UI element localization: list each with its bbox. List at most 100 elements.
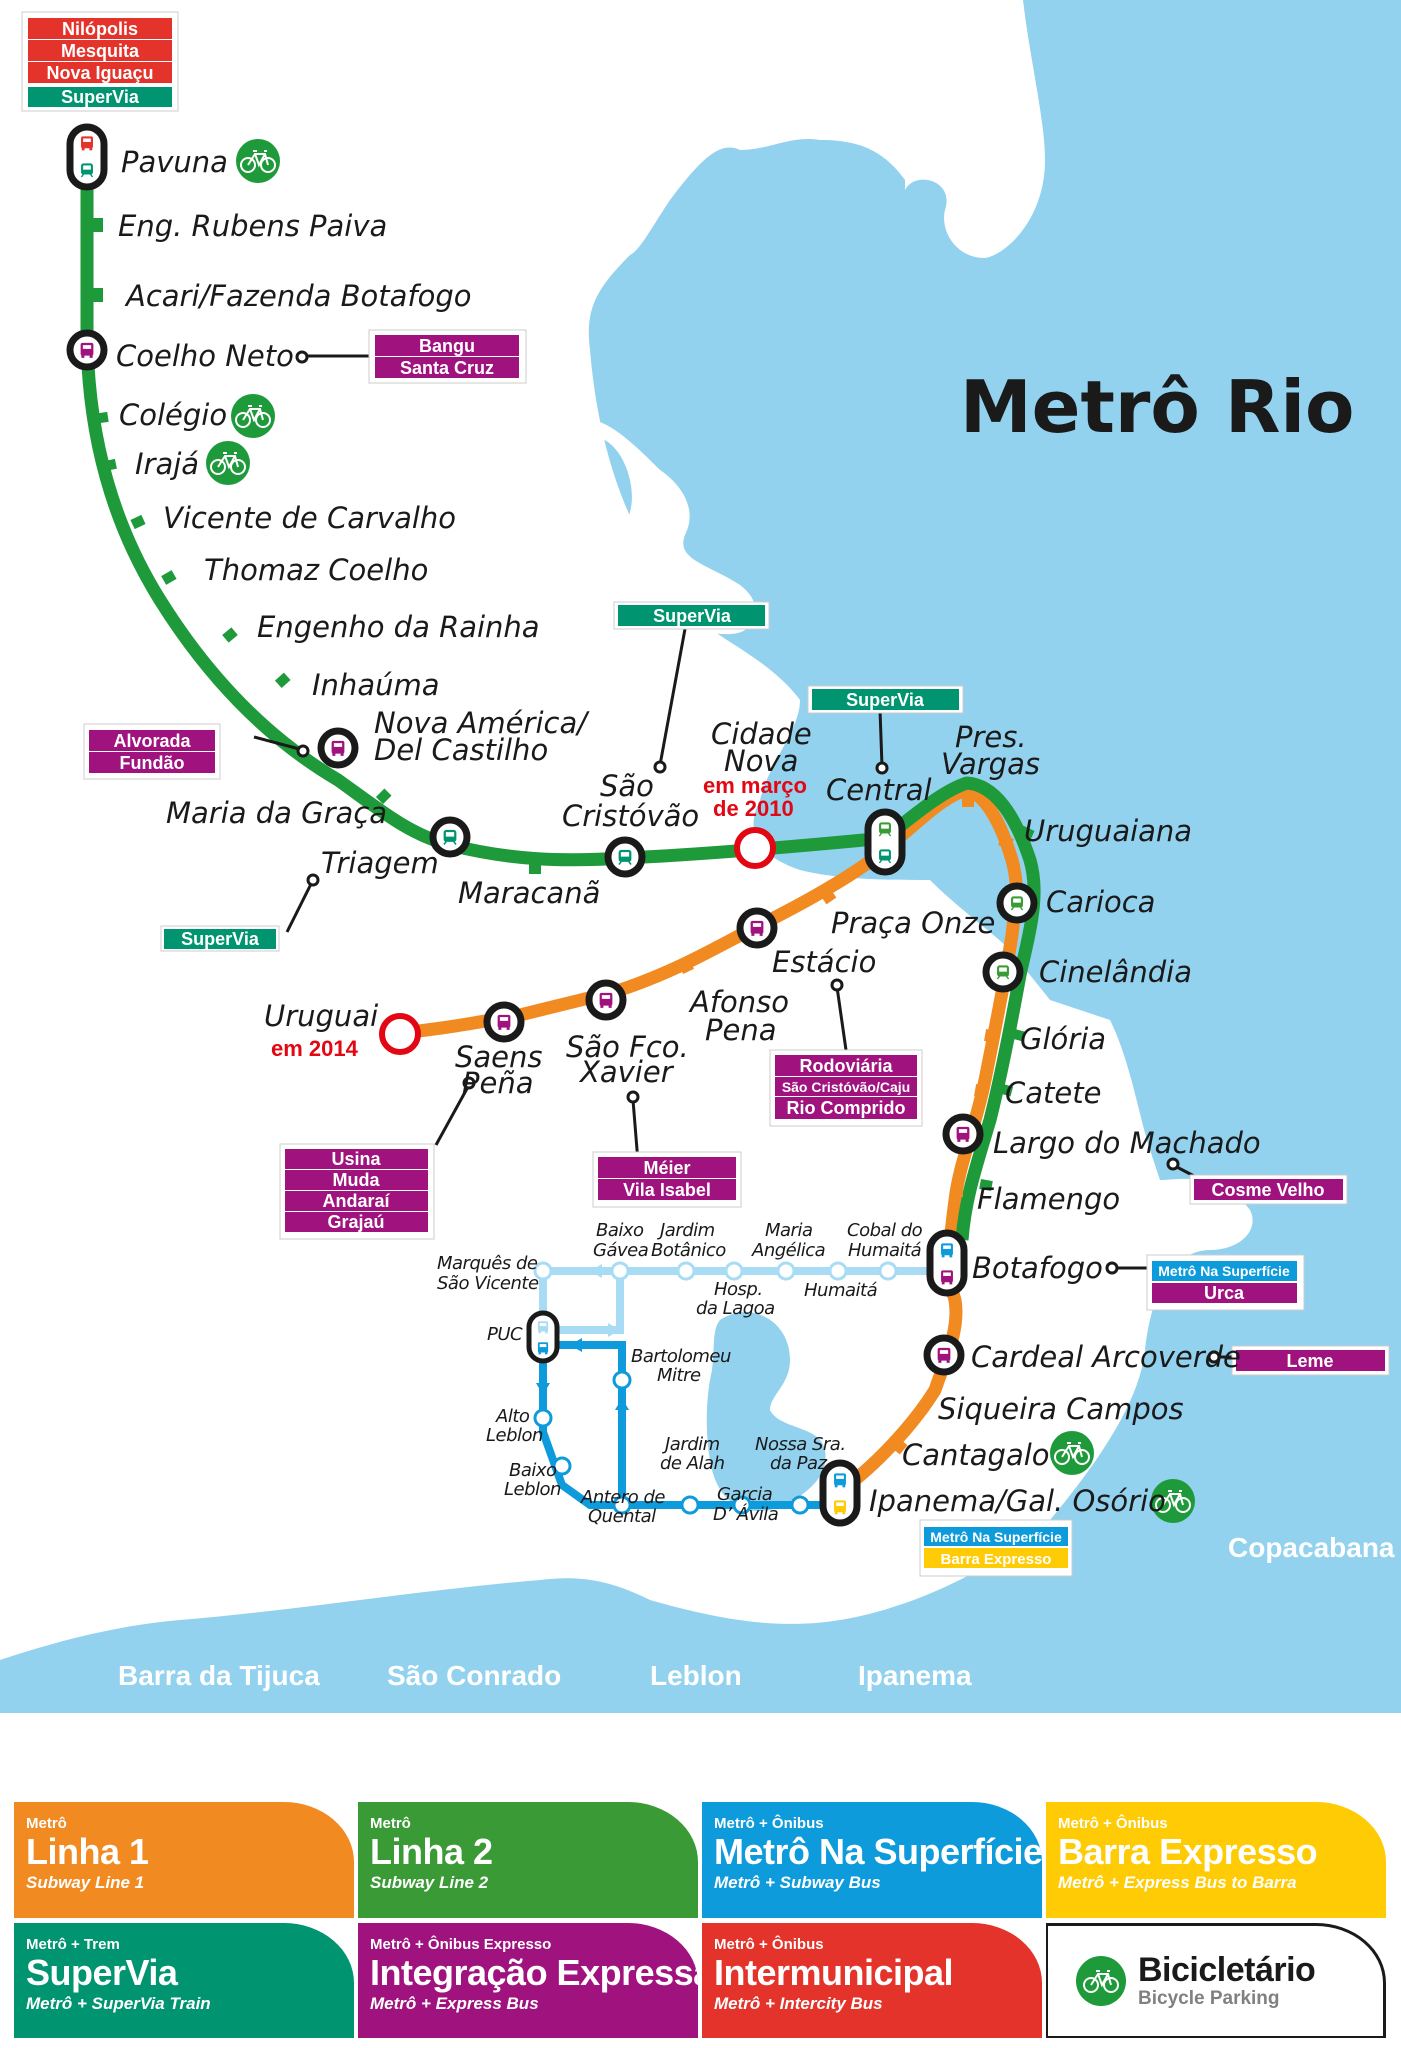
label-cobal-humaita: Humaitá [848,1240,922,1261]
legend-barra-expresso: Metrô + Ônibus Barra Expresso Metrô + Ex… [1046,1802,1386,1918]
label-vargas: Vargas [941,747,1040,781]
station-botafogo[interactable] [926,1229,968,1297]
station-cidade-nova-future[interactable] [734,827,776,869]
label-colegio: Colégio [119,398,227,432]
tag-cardeal: Leme [1231,1345,1390,1376]
label-angelica: Angélica [751,1240,825,1261]
legend-sub: Subway Line 2 [370,1873,489,1892]
tag-sao-fco-xavier: Méier Vila Isabel [592,1151,742,1208]
legend-kicker: Metrô + Ônibus [1058,1815,1168,1832]
station-sao-fco-xavier[interactable] [585,979,627,1021]
station-estacio[interactable] [736,907,778,949]
svg-text:Nilópolis: Nilópolis [62,19,138,39]
label-sao-cristovao: São [600,769,654,803]
station-carioca[interactable] [996,882,1038,924]
label-puc: PUC [487,1324,523,1345]
label-cinelandia: Cinelândia [1039,955,1192,989]
label-cobal: Cobal do [847,1220,923,1241]
neighborhood-labels: Barra da Tijuca São Conrado Leblon Ipane… [118,1532,1395,1691]
legend-name: Bicicletário [1138,1950,1316,1989]
svg-text:Metrô Na Superfície: Metrô Na Superfície [930,1529,1062,1545]
label-flamengo: Flamengo [977,1182,1120,1216]
label-ipanema-station: Ipanema/Gal. Osório [869,1484,1166,1518]
line-2-ticks [93,218,1035,1191]
direction-arrows [536,1338,629,1410]
label-cidade-nova-date: em março [703,773,807,798]
label-leblon: Leblon [650,1660,742,1691]
svg-text:Alvorada: Alvorada [113,731,191,751]
station-largo-machado[interactable] [942,1113,984,1155]
label-maria-ang: Maria [765,1220,813,1241]
station-sao-cristovao[interactable] [604,836,646,878]
legend-kicker: Metrô + Ônibus [714,1815,824,1832]
station-pavuna[interactable] [66,123,108,191]
legend-name: SuperVia [26,1951,178,1993]
label-uruguai-date: em 2014 [271,1036,359,1061]
label-davila: D’ Ávila [713,1503,778,1525]
label-da-paz: da Paz [770,1453,828,1474]
label-nova-america: Nova América/ [374,706,590,740]
bicycle-icon [1076,1955,1126,2006]
station-coelho-neto[interactable] [66,329,108,371]
legend-metro-na-superficie: Metrô + Ônibus Metrô Na Superfície Metrô… [702,1802,1042,1918]
legend-integracao-expressa: Metrô + Ônibus Expresso Integração Expre… [358,1922,698,2038]
svg-text:Méier: Méier [643,1158,690,1178]
label-de-alah: de Alah [660,1453,725,1474]
tag-estacio: Rodoviária São Cristóvão/Caju Rio Compri… [769,1049,923,1127]
legend-linha-1: Metrô Linha 1 Subway Line 1 [14,1802,354,1918]
legend-sub: Metrô + SuperVia Train [26,1993,211,2013]
station-uruguai-future[interactable] [379,1013,421,1055]
tag-largo-machado: Cosme Velho [1189,1174,1348,1205]
legend-sub: Metrô + Subway Bus [714,1873,881,1892]
label-central: Central [826,773,932,807]
station-nova-america[interactable] [317,727,359,769]
metro-map: Metrô Rio Barra da Tijuca São Conrado Le… [0,0,1401,1713]
label-baixo-gavea: Baixo [596,1220,644,1241]
line-2 [80,157,1041,1241]
label-pavuna: Pavuna [121,145,228,179]
svg-text:Grajaú: Grajaú [327,1212,384,1232]
islands [574,420,756,635]
label-copacabana: Copacabana [1228,1532,1395,1563]
label-catete: Catete [1005,1076,1101,1110]
station-triagem-interchange[interactable] [429,816,471,858]
label-baixo-leblon-2: Leblon [504,1479,561,1500]
label-cidade-nova-year: de 2010 [713,796,794,821]
svg-text:Vila Isabel: Vila Isabel [623,1180,711,1200]
label-alto-leblon-2: Leblon [486,1425,543,1446]
tag-pavuna: Nilópolis Mesquita Nova Iguaçu SuperVia [21,11,179,112]
legend-name: Integração Expressa [370,1951,698,1993]
transfer-boxes: Nilópolis Mesquita Nova Iguaçu SuperVia … [21,11,1390,1577]
label-ipanema: Ipanema [858,1660,972,1691]
svg-text:Fundão: Fundão [120,753,185,773]
legend-name: Metrô Na Superfície [714,1831,1042,1872]
label-iraja: Irajá [135,447,199,481]
label-pena: Peña [462,1066,533,1100]
bicycle-icon [205,440,251,486]
svg-text:Usina: Usina [331,1149,381,1169]
label-saens: Saens [455,1040,543,1074]
legend-kicker: Metrô + Ônibus Expresso [370,1935,552,1953]
svg-text:Rio Comprido: Rio Comprido [787,1098,906,1118]
label-gloria: Glória [1020,1022,1106,1056]
svg-text:SuperVia: SuperVia [181,929,260,949]
station-cardeal-arcoverde[interactable] [923,1334,965,1376]
legend-kicker: Metrô + Ônibus [714,1935,824,1953]
water [0,0,1401,1713]
station-ipanema[interactable] [819,1459,861,1527]
station-puc[interactable] [526,1310,560,1364]
label-thomaz: Thomaz Coelho [204,553,428,587]
bicycle-icon [1049,1430,1095,1476]
legend-intermunicipal: Metrô + Ônibus Intermunicipal Metrô + In… [702,1922,1042,2038]
svg-text:Mesquita: Mesquita [61,41,140,61]
station-central[interactable] [864,808,906,876]
svg-text:Bangu: Bangu [419,336,475,356]
legend-name: Intermunicipal [714,1951,954,1993]
station-saens-pena[interactable] [483,1001,525,1043]
legend-name: Linha 1 [26,1831,149,1872]
label-engenho: Engenho da Rainha [257,610,540,644]
tag-central: SuperVia [807,685,964,714]
svg-text:Andaraí: Andaraí [322,1191,390,1211]
station-cinelandia[interactable] [982,951,1024,993]
ilha-governador [574,420,756,635]
